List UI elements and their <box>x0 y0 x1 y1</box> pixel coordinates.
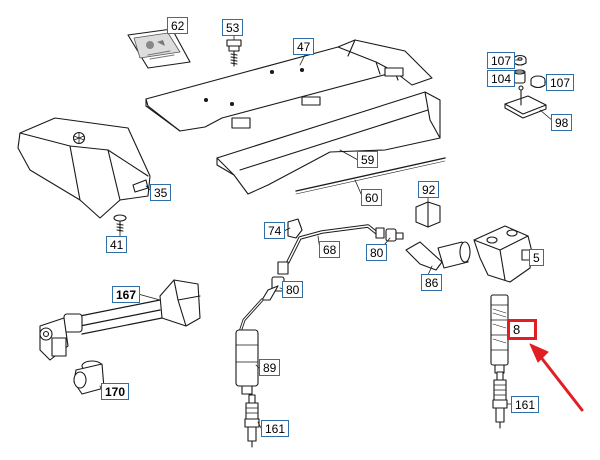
callout-92[interactable]: 92 <box>418 181 440 198</box>
boot-170-part <box>73 360 105 395</box>
callout-89[interactable]: 89 <box>259 359 281 376</box>
callout-59[interactable]: 59 <box>357 151 379 168</box>
plug-connector-89-part <box>235 285 279 395</box>
clip-92-part <box>415 201 441 228</box>
callout-161-left[interactable]: 161 <box>261 420 290 437</box>
gasket-strip-part <box>295 157 446 195</box>
callout-41[interactable]: 41 <box>106 236 128 253</box>
callout-80-upper[interactable]: 80 <box>366 244 388 261</box>
callout-167[interactable]: 167 <box>112 286 141 303</box>
callout-74[interactable]: 74 <box>264 222 286 239</box>
callout-5[interactable]: 5 <box>529 249 544 266</box>
spark-plug-connector-8-part <box>490 294 509 374</box>
callout-107-right[interactable]: 107 <box>546 74 575 91</box>
ignition-cable-68-part <box>277 224 385 275</box>
bushing-104-part <box>513 69 526 84</box>
spark-plug-161b-part <box>492 371 508 429</box>
spark-boot-86-part <box>405 241 471 271</box>
callout-47[interactable]: 47 <box>293 38 315 55</box>
callout-62[interactable]: 62 <box>167 17 189 34</box>
bracket-98-part <box>504 85 547 119</box>
nut-107b-part <box>530 75 546 89</box>
cover-strip-part <box>216 91 441 195</box>
ignition-coil-5-part <box>473 225 533 283</box>
cable-assembly-167-part <box>39 279 201 361</box>
holder-74-part <box>287 218 303 239</box>
callout-53[interactable]: 53 <box>222 19 244 36</box>
highlight-arrow <box>529 343 584 412</box>
left-engine-cover-part <box>17 117 151 219</box>
callout-107-top[interactable]: 107 <box>487 52 516 69</box>
callout-60[interactable]: 60 <box>361 189 383 206</box>
screw-part <box>113 214 127 233</box>
callout-161-right[interactable]: 161 <box>511 396 540 413</box>
callout-8-highlighted[interactable]: 8 <box>507 319 537 340</box>
callout-35[interactable]: 35 <box>150 184 172 201</box>
callout-98[interactable]: 98 <box>551 114 573 131</box>
spark-plug-161a-part <box>244 394 260 448</box>
callout-170[interactable]: 170 <box>101 383 130 400</box>
callout-104[interactable]: 104 <box>487 70 516 87</box>
callout-68[interactable]: 68 <box>319 241 341 258</box>
connector-80a-part <box>385 228 404 242</box>
callout-80-lower[interactable]: 80 <box>282 281 304 298</box>
engine-cover-upper-part <box>145 39 433 132</box>
bolt-part <box>226 39 242 67</box>
callout-86[interactable]: 86 <box>421 274 443 291</box>
